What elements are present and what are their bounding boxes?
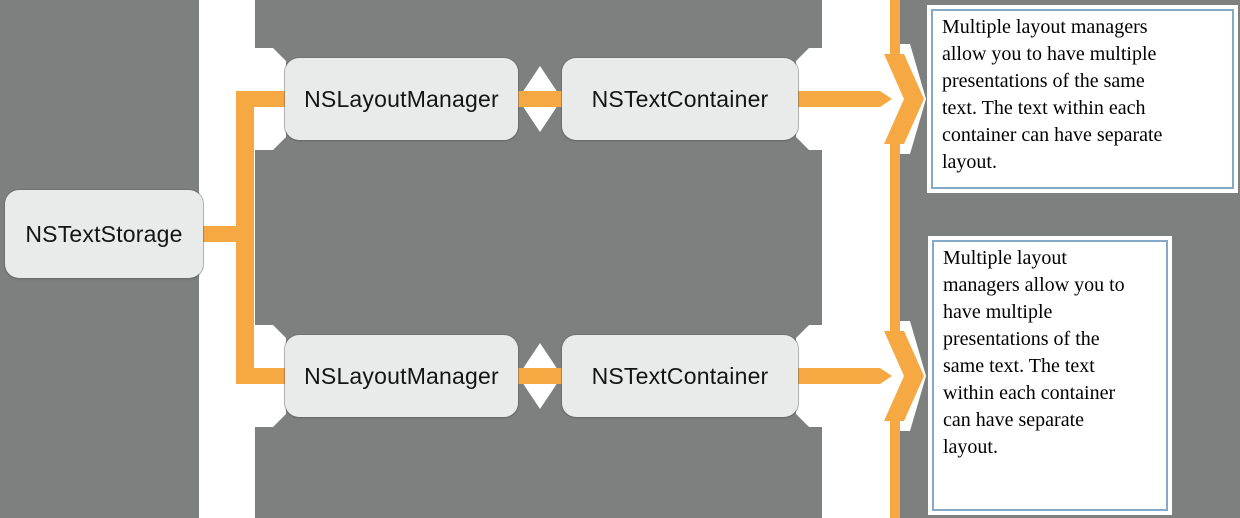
node-nstextcontainer-top: NSTextContainer <box>562 58 798 140</box>
bottom-output-connector <box>796 368 880 384</box>
node-label: NSTextStorage <box>25 220 183 247</box>
arrowhead-right-icon <box>884 54 924 144</box>
top-container-connector <box>516 91 564 107</box>
node-label: NSLayoutManager <box>304 85 499 112</box>
top-output-connector <box>796 91 880 107</box>
annotation-text: Multiple layout managers allow you to ha… <box>931 9 1234 189</box>
right-channel <box>822 0 890 518</box>
right-rail-middle <box>890 144 900 331</box>
bottom-layout-manager-connector <box>236 368 286 384</box>
node-nslayoutmanager-top: NSLayoutManager <box>285 58 518 140</box>
node-nslayoutmanager-bottom: NSLayoutManager <box>285 335 518 417</box>
annotation-box-bottom: Multiple layout managers allow you to ha… <box>928 236 1172 515</box>
annotation-box-top: Multiple layout managers allow you to ha… <box>927 5 1238 193</box>
node-nstextcontainer-bottom: NSTextContainer <box>562 335 798 417</box>
bottom-output-connector-tip <box>880 368 892 384</box>
right-rail-bottom <box>890 421 900 518</box>
annotation-text: Multiple layout managers allow you to ha… <box>932 240 1168 511</box>
node-label: NSTextContainer <box>591 362 769 389</box>
bottom-container-connector <box>516 368 564 384</box>
right-rail-top <box>890 0 900 54</box>
storage-connector <box>200 226 254 242</box>
node-nstextstorage: NSTextStorage <box>5 190 203 278</box>
node-label: NSLayoutManager <box>304 362 499 389</box>
top-layout-manager-connector <box>236 91 286 107</box>
node-label: NSTextContainer <box>591 85 769 112</box>
top-output-connector-tip <box>880 91 892 107</box>
arrowhead-right-icon <box>884 331 924 421</box>
